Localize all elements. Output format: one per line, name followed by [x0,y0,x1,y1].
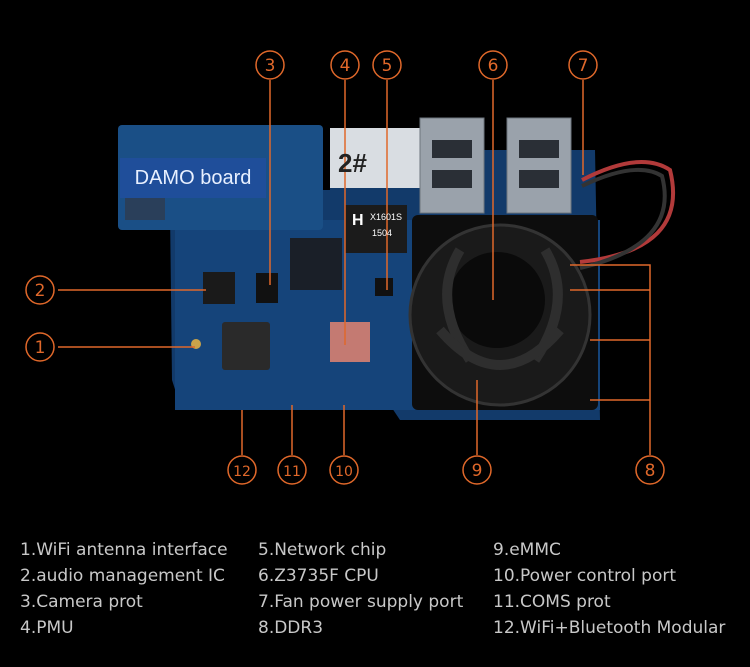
network-chip [345,205,407,253]
callout-6: 6 [478,50,508,80]
fan-wire-black [579,167,667,270]
legend: 1.WiFi antenna interface 2.audio managem… [0,530,750,660]
callout-5: 5 [372,50,402,80]
legend-item-7: 7.Fan power supply port [258,592,464,612]
callout-4: 4 [330,50,360,80]
legend-item-3: 3.Camera prot [20,592,143,612]
legend-item-11: 11.COMS prot [493,592,611,612]
wifi-module [222,322,270,370]
callout-number-3: 3 [265,56,276,76]
callout-number-9: 9 [472,461,483,481]
usb-port-2 [506,117,572,214]
legend-item-6: 6.Z3735F CPU [258,566,379,586]
callout-number-2: 2 [35,281,46,301]
callout-number-8: 8 [645,461,656,481]
callout-1: 1 [25,332,55,362]
legend-item-2: 2.audio management IC [20,566,225,586]
callout-number-12: 12 [233,464,251,480]
chip-text-2: 1504 [372,228,393,238]
callout-number-6: 6 [488,56,499,76]
callout-11: 11 [277,455,307,485]
usb-port-1 [419,117,485,214]
legend-item-12: 12.WiFi+Bluetooth Modular [493,618,726,638]
pmu-chip [256,273,278,303]
legend-item-4: 4.PMU [20,618,74,638]
legend-item-1: 1.WiFi antenna interface [20,540,228,560]
callout-12: 12 [227,455,257,485]
legend-item-5: 5.Network chip [258,540,387,560]
callout-2: 2 [25,275,55,305]
callout-number-5: 5 [382,56,393,76]
callout-number-1: 1 [35,338,46,358]
ddr3-fins [330,322,370,362]
callout-number-10: 10 [335,464,353,480]
callout-10: 10 [329,455,359,485]
chip-text-1: X1601S [370,212,403,222]
legend-item-9: 9.eMMC [493,540,561,560]
board-illustration [58,80,676,455]
legend-item-10: 10.Power control port [493,566,677,586]
legend-item-8: 8.DDR3 [258,618,324,638]
fan-hub [449,252,545,348]
sticker-label: 2# [338,148,367,178]
audio-ic [203,272,235,304]
board-label: DAMO board [120,158,266,198]
callout-9: 9 [462,455,492,485]
chip-brand: H [352,212,364,229]
callout-number-11: 11 [283,464,301,480]
callout-7: 7 [568,50,598,80]
callout-3: 3 [255,50,285,80]
callout-8: 8 [635,455,665,485]
callout-number-4: 4 [340,56,351,76]
callout-number-7: 7 [578,56,589,76]
cpu-chip [290,238,342,290]
